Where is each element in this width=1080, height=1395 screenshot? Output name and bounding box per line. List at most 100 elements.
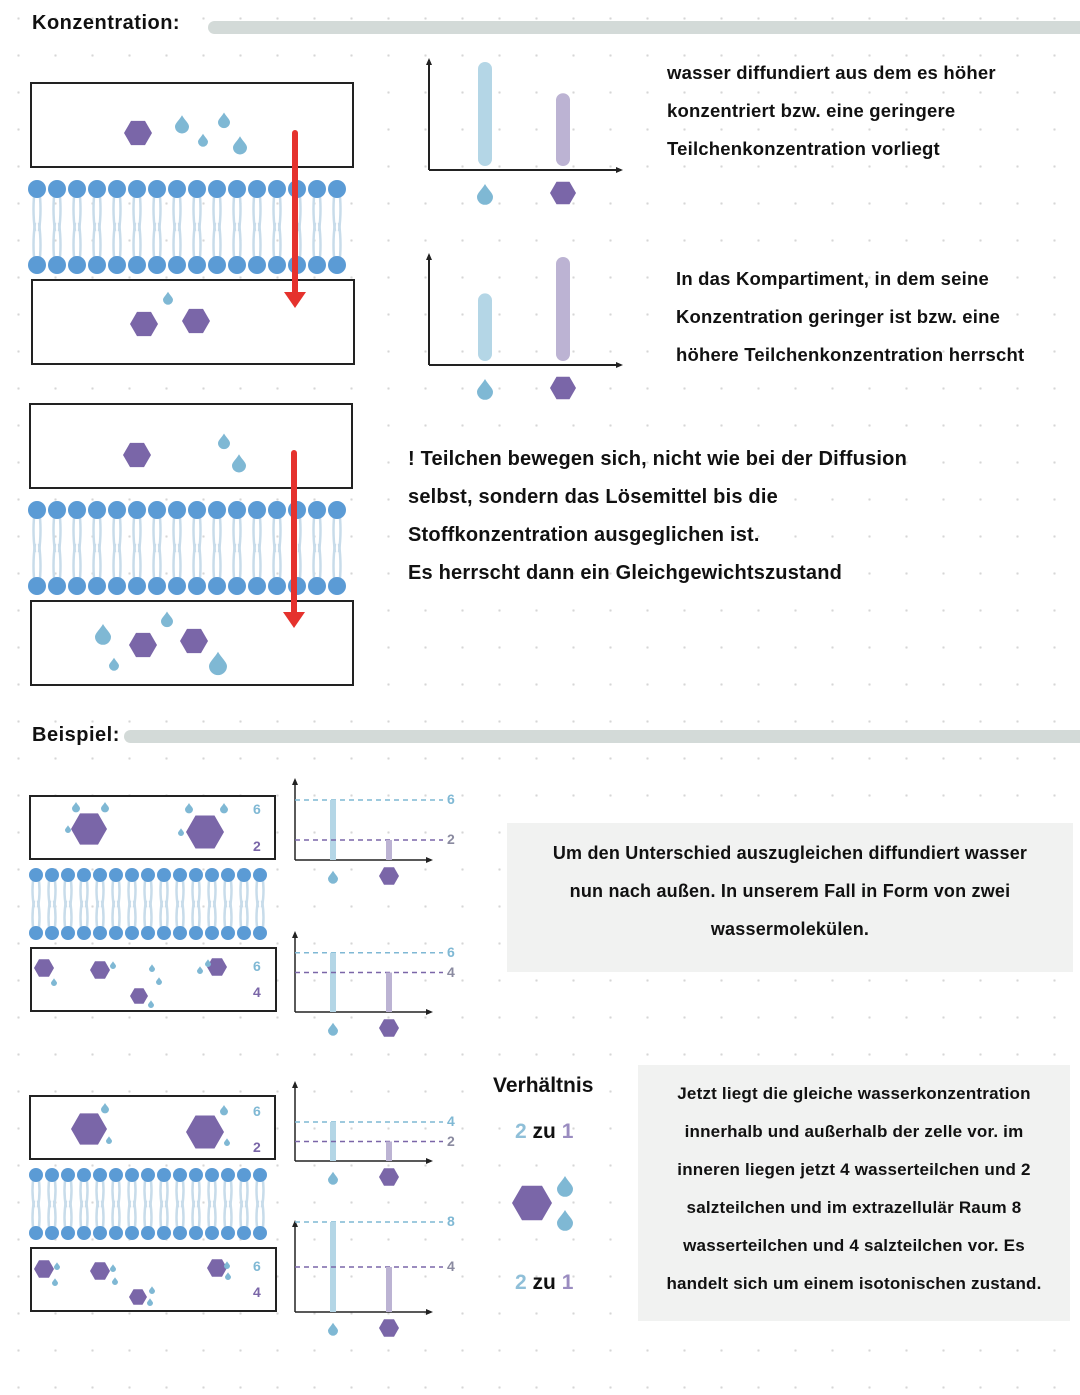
- x-axis-arrow: [616, 167, 623, 173]
- lipid-head: [109, 926, 123, 940]
- lipid-head: [61, 868, 75, 882]
- lipid-head: [88, 501, 106, 519]
- salt-particle-icon: [182, 308, 210, 334]
- example-box-1: [507, 823, 1073, 972]
- example-text-2: Jetzt liegt die gleiche wasserkonzentrat…: [666, 1084, 1042, 1293]
- ratio-title: Verhältnis: [493, 1074, 594, 1097]
- lipid-head: [109, 868, 123, 882]
- lipid-head: [77, 1226, 91, 1240]
- x-axis-arrow: [426, 857, 433, 863]
- lipid-head: [205, 868, 219, 882]
- water-drop-icon: [220, 1105, 228, 1116]
- lipid-head: [48, 180, 66, 198]
- lipid-head: [148, 577, 166, 595]
- lipid-head: [29, 926, 43, 940]
- lipid-head: [93, 926, 107, 940]
- x-axis-arrow: [616, 362, 623, 368]
- chart-label-water-2: 6: [447, 943, 455, 960]
- water-drop-icon: [224, 1261, 230, 1270]
- salt-particle-icon: [130, 311, 158, 337]
- chart-label-salt-3: 2: [447, 1132, 455, 1149]
- chart-bar-salt: [556, 93, 570, 166]
- lipid-head: [328, 577, 346, 595]
- salt-particle-icon: [379, 1319, 399, 1337]
- salt-particle-icon: [186, 815, 224, 849]
- lipid-head: [128, 256, 146, 274]
- lipid-head: [45, 1168, 59, 1182]
- lipid-head: [141, 1168, 155, 1182]
- chart-bar-water: [330, 800, 336, 860]
- count-water-outside: 6: [253, 801, 261, 817]
- salt-particle-icon: [207, 1259, 227, 1277]
- lipid-head: [168, 577, 186, 595]
- lipid-head: [128, 577, 146, 595]
- lipid-head: [189, 1168, 203, 1182]
- chart-label-salt-1: 2: [447, 831, 455, 847]
- water-drop-icon: [209, 651, 228, 676]
- lipid-head: [28, 501, 46, 519]
- lipid-head: [88, 180, 106, 198]
- lipid-head: [29, 1226, 43, 1240]
- lipid-head: [173, 1168, 187, 1182]
- lipid-head: [189, 926, 203, 940]
- lipid-head: [205, 1226, 219, 1240]
- example-text-1: Um den Unterschied auszugleichen diffund…: [552, 843, 1028, 939]
- lipid-head: [28, 256, 46, 274]
- lipid-head: [308, 180, 326, 198]
- lipid-head: [108, 256, 126, 274]
- water-drop-icon: [72, 802, 80, 813]
- section-heading-konzentration: Konzentration:: [32, 12, 181, 34]
- lipid-head: [68, 180, 86, 198]
- x-axis-arrow: [426, 1309, 433, 1315]
- lipid-head: [61, 1168, 75, 1182]
- arrow-head-icon: [283, 612, 305, 628]
- water-drop-icon: [106, 1136, 113, 1145]
- water-drop-icon: [101, 1103, 109, 1114]
- water-drop-icon: [328, 1171, 338, 1185]
- x-axis-arrow: [426, 1009, 433, 1015]
- compartment-box: [30, 947, 277, 1012]
- lipid-head: [308, 256, 326, 274]
- lipid-head: [29, 868, 43, 882]
- lipid-head: [248, 577, 266, 595]
- ratio-bottom: 2 zu 1: [515, 1271, 574, 1294]
- lipid-head: [108, 501, 126, 519]
- water-drop-icon: [175, 115, 189, 134]
- compartment-box: [29, 403, 353, 489]
- salt-particle-icon: [207, 958, 227, 976]
- water-drop-icon: [147, 1298, 153, 1307]
- lipid-head: [228, 180, 246, 198]
- chart-bar-water: [478, 293, 492, 361]
- chart-bar-water: [478, 62, 492, 166]
- lipid-head: [237, 868, 251, 882]
- salt-particle-icon: [124, 120, 152, 146]
- water-drop-icon: [197, 966, 203, 975]
- lipid-head: [168, 256, 186, 274]
- lipid-head: [157, 1226, 171, 1240]
- lipid-bilayer: [28, 180, 346, 274]
- water-drop-icon: [178, 828, 184, 837]
- water-drop-icon: [220, 803, 228, 814]
- water-drop-icon: [328, 1022, 338, 1036]
- lipid-head: [108, 577, 126, 595]
- count-water-outside-2: 6: [253, 1103, 261, 1119]
- water-drop-icon: [557, 1176, 573, 1197]
- chart-label-water-1: 6: [447, 791, 455, 807]
- lipid-head: [248, 180, 266, 198]
- lipid-head: [141, 926, 155, 940]
- salt-particle-icon: [129, 632, 157, 658]
- lipid-head: [45, 868, 59, 882]
- lipid-head: [328, 256, 346, 274]
- lipid-head: [173, 926, 187, 940]
- lipid-head: [61, 1226, 75, 1240]
- lipid-head: [237, 926, 251, 940]
- compartment-box: [29, 795, 276, 860]
- water-drop-icon: [156, 977, 162, 986]
- lipid-head: [168, 180, 186, 198]
- lipid-head: [148, 501, 166, 519]
- water-drop-icon: [218, 433, 230, 450]
- water-drop-icon: [163, 291, 173, 305]
- lipid-head: [221, 868, 235, 882]
- water-drop-icon: [205, 959, 211, 968]
